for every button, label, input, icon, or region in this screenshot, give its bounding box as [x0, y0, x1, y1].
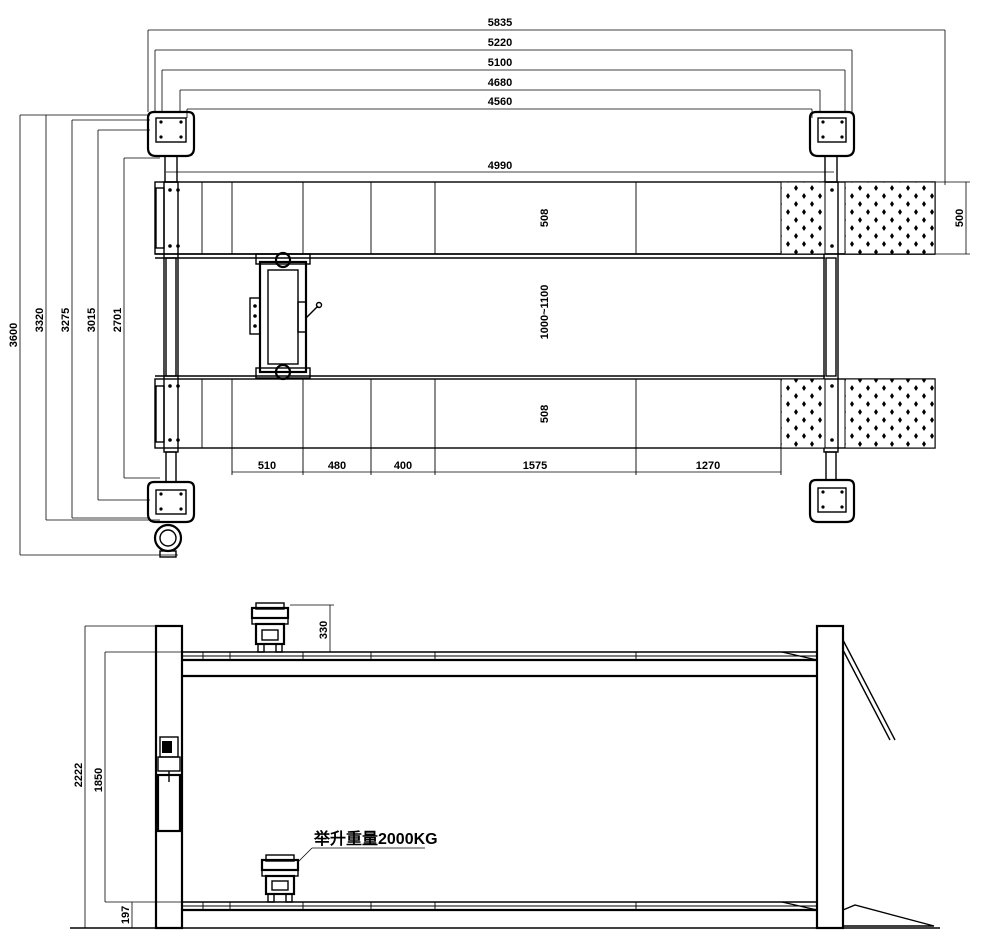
- dim-runway-width-bottom: 508: [539, 405, 551, 423]
- side-runway-lowered: [70, 901, 940, 929]
- dim-segment-480: 480: [328, 460, 346, 472]
- dim-height-3600: 3600: [8, 323, 20, 347]
- dim-jack-height: 330: [318, 621, 330, 639]
- capacity-callout: 举升重量2000KG: [297, 829, 438, 863]
- height-dimensions: 3600 3320 3275 3015 2701: [8, 114, 178, 556]
- dim-min-height: 197: [120, 906, 132, 924]
- segment-dimensions: 510 480 400 1575 1270: [232, 460, 781, 473]
- top-view: 5835 5220 5100 4680 4560 4990 3: [8, 17, 970, 558]
- dim-segment-400: 400: [394, 460, 412, 472]
- jack-height-dimension: 330: [290, 604, 334, 653]
- runway-bottom: 508: [154, 375, 936, 475]
- jacking-beam-top: [249, 251, 323, 381]
- dim-height-3320: 3320: [34, 308, 46, 332]
- dim-total-height: 2222: [73, 763, 85, 787]
- dim-segment-510: 510: [258, 460, 276, 472]
- post-bottom-left: [146, 480, 196, 558]
- dim-height-3015: 3015: [86, 308, 98, 332]
- runway-top: 508: [154, 181, 936, 259]
- dim-height-2701: 2701: [112, 308, 124, 332]
- dim-ramp-width: 500: [954, 209, 966, 227]
- dim-height-3275: 3275: [60, 308, 72, 332]
- side-height-dimensions: 2222 1850 197: [73, 625, 182, 928]
- side-left-column: [154, 624, 184, 930]
- dim-segment-1575: 1575: [523, 460, 547, 472]
- dim-width-5100: 5100: [488, 57, 512, 69]
- side-right-column: [815, 624, 896, 930]
- side-runway-raised: [182, 651, 818, 678]
- dim-segment-1270: 1270: [696, 460, 720, 472]
- capacity-label: 举升重量2000KG: [313, 829, 438, 848]
- dim-width-4680: 4680: [488, 77, 512, 89]
- side-jack-raised: [250, 602, 290, 653]
- dim-runway-width-top: 508: [539, 209, 551, 227]
- side-view: 330 2222 1850 197 举升重量2000KG: [70, 602, 940, 930]
- ramp-width-dimension: 500: [935, 181, 970, 255]
- width-dimensions: 5835 5220 5100 4680 4560 4990: [147, 17, 946, 185]
- dim-runway-length-4990: 4990: [488, 160, 512, 172]
- post-bottom-right: [808, 478, 856, 524]
- side-jack-lowered: [260, 854, 300, 903]
- dim-width-5835: 5835: [488, 17, 512, 29]
- dim-lift-height: 1850: [93, 768, 105, 792]
- dim-runway-gap: 1000~1100: [539, 285, 551, 340]
- dim-width-4560: 4560: [488, 96, 512, 108]
- dim-width-5220: 5220: [488, 37, 512, 49]
